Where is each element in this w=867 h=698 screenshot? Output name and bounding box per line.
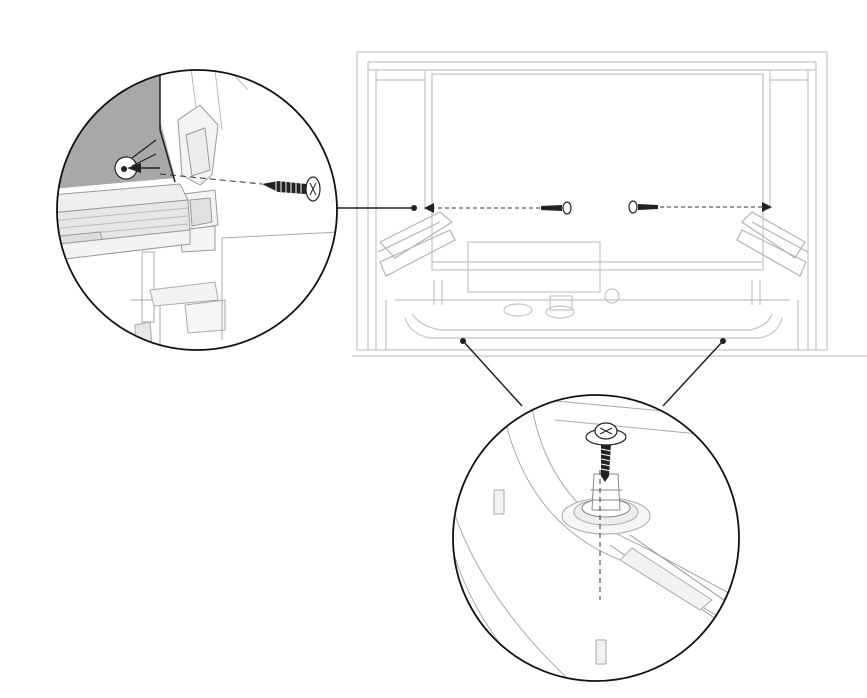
bottom-detail-callout xyxy=(453,395,739,681)
left-arrow-icon xyxy=(424,203,434,213)
side-mount-screws xyxy=(411,200,772,344)
bottom-callout-leader-left xyxy=(462,340,523,407)
screw-icon xyxy=(262,176,321,202)
cabinet-outline xyxy=(356,51,828,351)
screw-icon xyxy=(541,201,572,215)
detail-guide-line xyxy=(159,173,263,185)
arrow-icon xyxy=(127,163,141,173)
left-detail-callout xyxy=(57,70,337,350)
screw-icon xyxy=(628,200,658,214)
washer-screw-icon xyxy=(585,422,627,482)
dishwasher-front-view xyxy=(352,51,867,357)
left-mount-hole xyxy=(411,205,417,211)
left-magnifier-callout xyxy=(56,69,338,351)
right-arrow-icon xyxy=(762,202,772,212)
bottom-callout-leader-right xyxy=(662,340,724,407)
bottom-magnifier-callout xyxy=(452,394,740,682)
